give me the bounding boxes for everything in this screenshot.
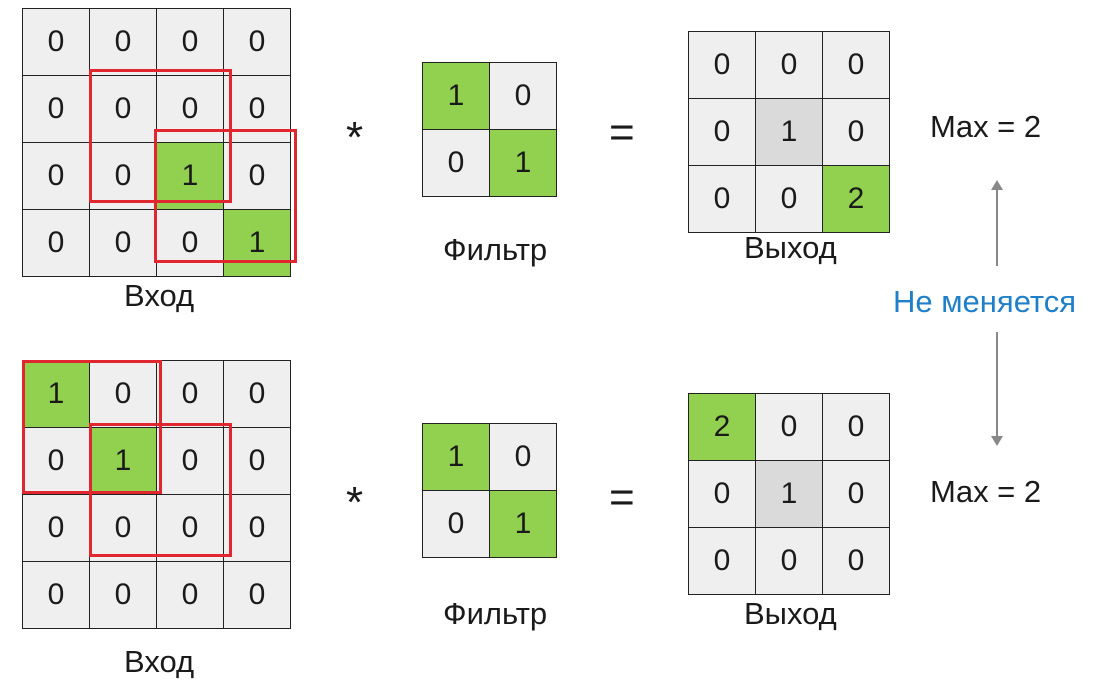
bottom-window-1 [22,360,162,494]
top-filter-label: Фильтр [443,232,548,267]
grid-cell: 0 [89,8,157,76]
grid-cell: 0 [223,8,291,76]
grid-cell: 0 [156,360,224,428]
grid-cell: 2 [822,165,890,233]
grid-cell: 0 [22,494,90,562]
grid-cell: 0 [688,165,756,233]
grid-cell: 0 [822,31,890,99]
grid-cell: 1 [223,209,291,277]
grid-cell: 0 [223,494,291,562]
grid-cell: 0 [89,494,157,562]
grid-cell: 0 [89,142,157,210]
grid-cell: 1 [755,98,823,166]
grid-cell: 0 [22,8,90,76]
note-text: Не меняется [893,284,1077,319]
grid-cell: 0 [156,561,224,629]
grid-cell: 0 [422,129,490,197]
up-arrow-icon [991,180,1003,266]
top-output-label: Выход [744,230,837,265]
grid-cell: 0 [156,427,224,495]
top-window-1 [89,69,232,203]
grid-cell: 0 [688,527,756,595]
grid-cell: 0 [22,142,90,210]
grid-cell: 0 [755,393,823,461]
bottom-output-label: Выход [744,596,837,631]
top-max-text: Max = 2 [930,109,1042,144]
grid-cell: 1 [422,62,490,130]
down-arrow-icon [991,332,1003,446]
grid-cell: 0 [89,360,157,428]
grid-cell: 0 [755,527,823,595]
bottom-equals-sign: = [609,473,635,522]
grid-cell: 0 [22,75,90,143]
top-window-2 [154,129,297,263]
grid-cell: 0 [223,142,291,210]
grid-cell: 0 [822,527,890,595]
grid-cell: 1 [89,427,157,495]
top-multiply-sign: * [346,113,364,162]
grid-cell: 0 [822,460,890,528]
bottom-multiply-sign: * [346,478,364,527]
grid-cell: 0 [22,209,90,277]
bottom-input-label: Вход [124,644,195,679]
grid-cell: 0 [223,360,291,428]
grid-cell: 0 [89,209,157,277]
grid-cell: 1 [422,423,490,491]
grid-cell: 1 [755,460,823,528]
grid-cell: 1 [489,490,557,558]
grid-cell: 0 [755,31,823,99]
grid-cell: 0 [688,31,756,99]
grid-cell: 0 [422,490,490,558]
grid-cell: 0 [223,561,291,629]
bottom-filter-label: Фильтр [443,596,548,631]
grid-cell: 0 [822,393,890,461]
grid-cell: 1 [489,129,557,197]
grid-cell: 2 [688,393,756,461]
grid-cell: 0 [688,460,756,528]
top-equals-sign: = [609,108,635,157]
grid-cell: 0 [755,165,823,233]
grid-cell: 0 [822,98,890,166]
grid-cell: 0 [156,8,224,76]
grid-cell: 0 [89,561,157,629]
grid-cell: 0 [489,62,557,130]
grid-cell: 0 [223,427,291,495]
grid-cell: 0 [489,423,557,491]
bottom-window-2 [89,423,232,557]
grid-cell: 0 [688,98,756,166]
top-input-label: Вход [124,278,195,313]
grid-cell: 0 [22,561,90,629]
bottom-max-text: Max = 2 [930,474,1042,509]
